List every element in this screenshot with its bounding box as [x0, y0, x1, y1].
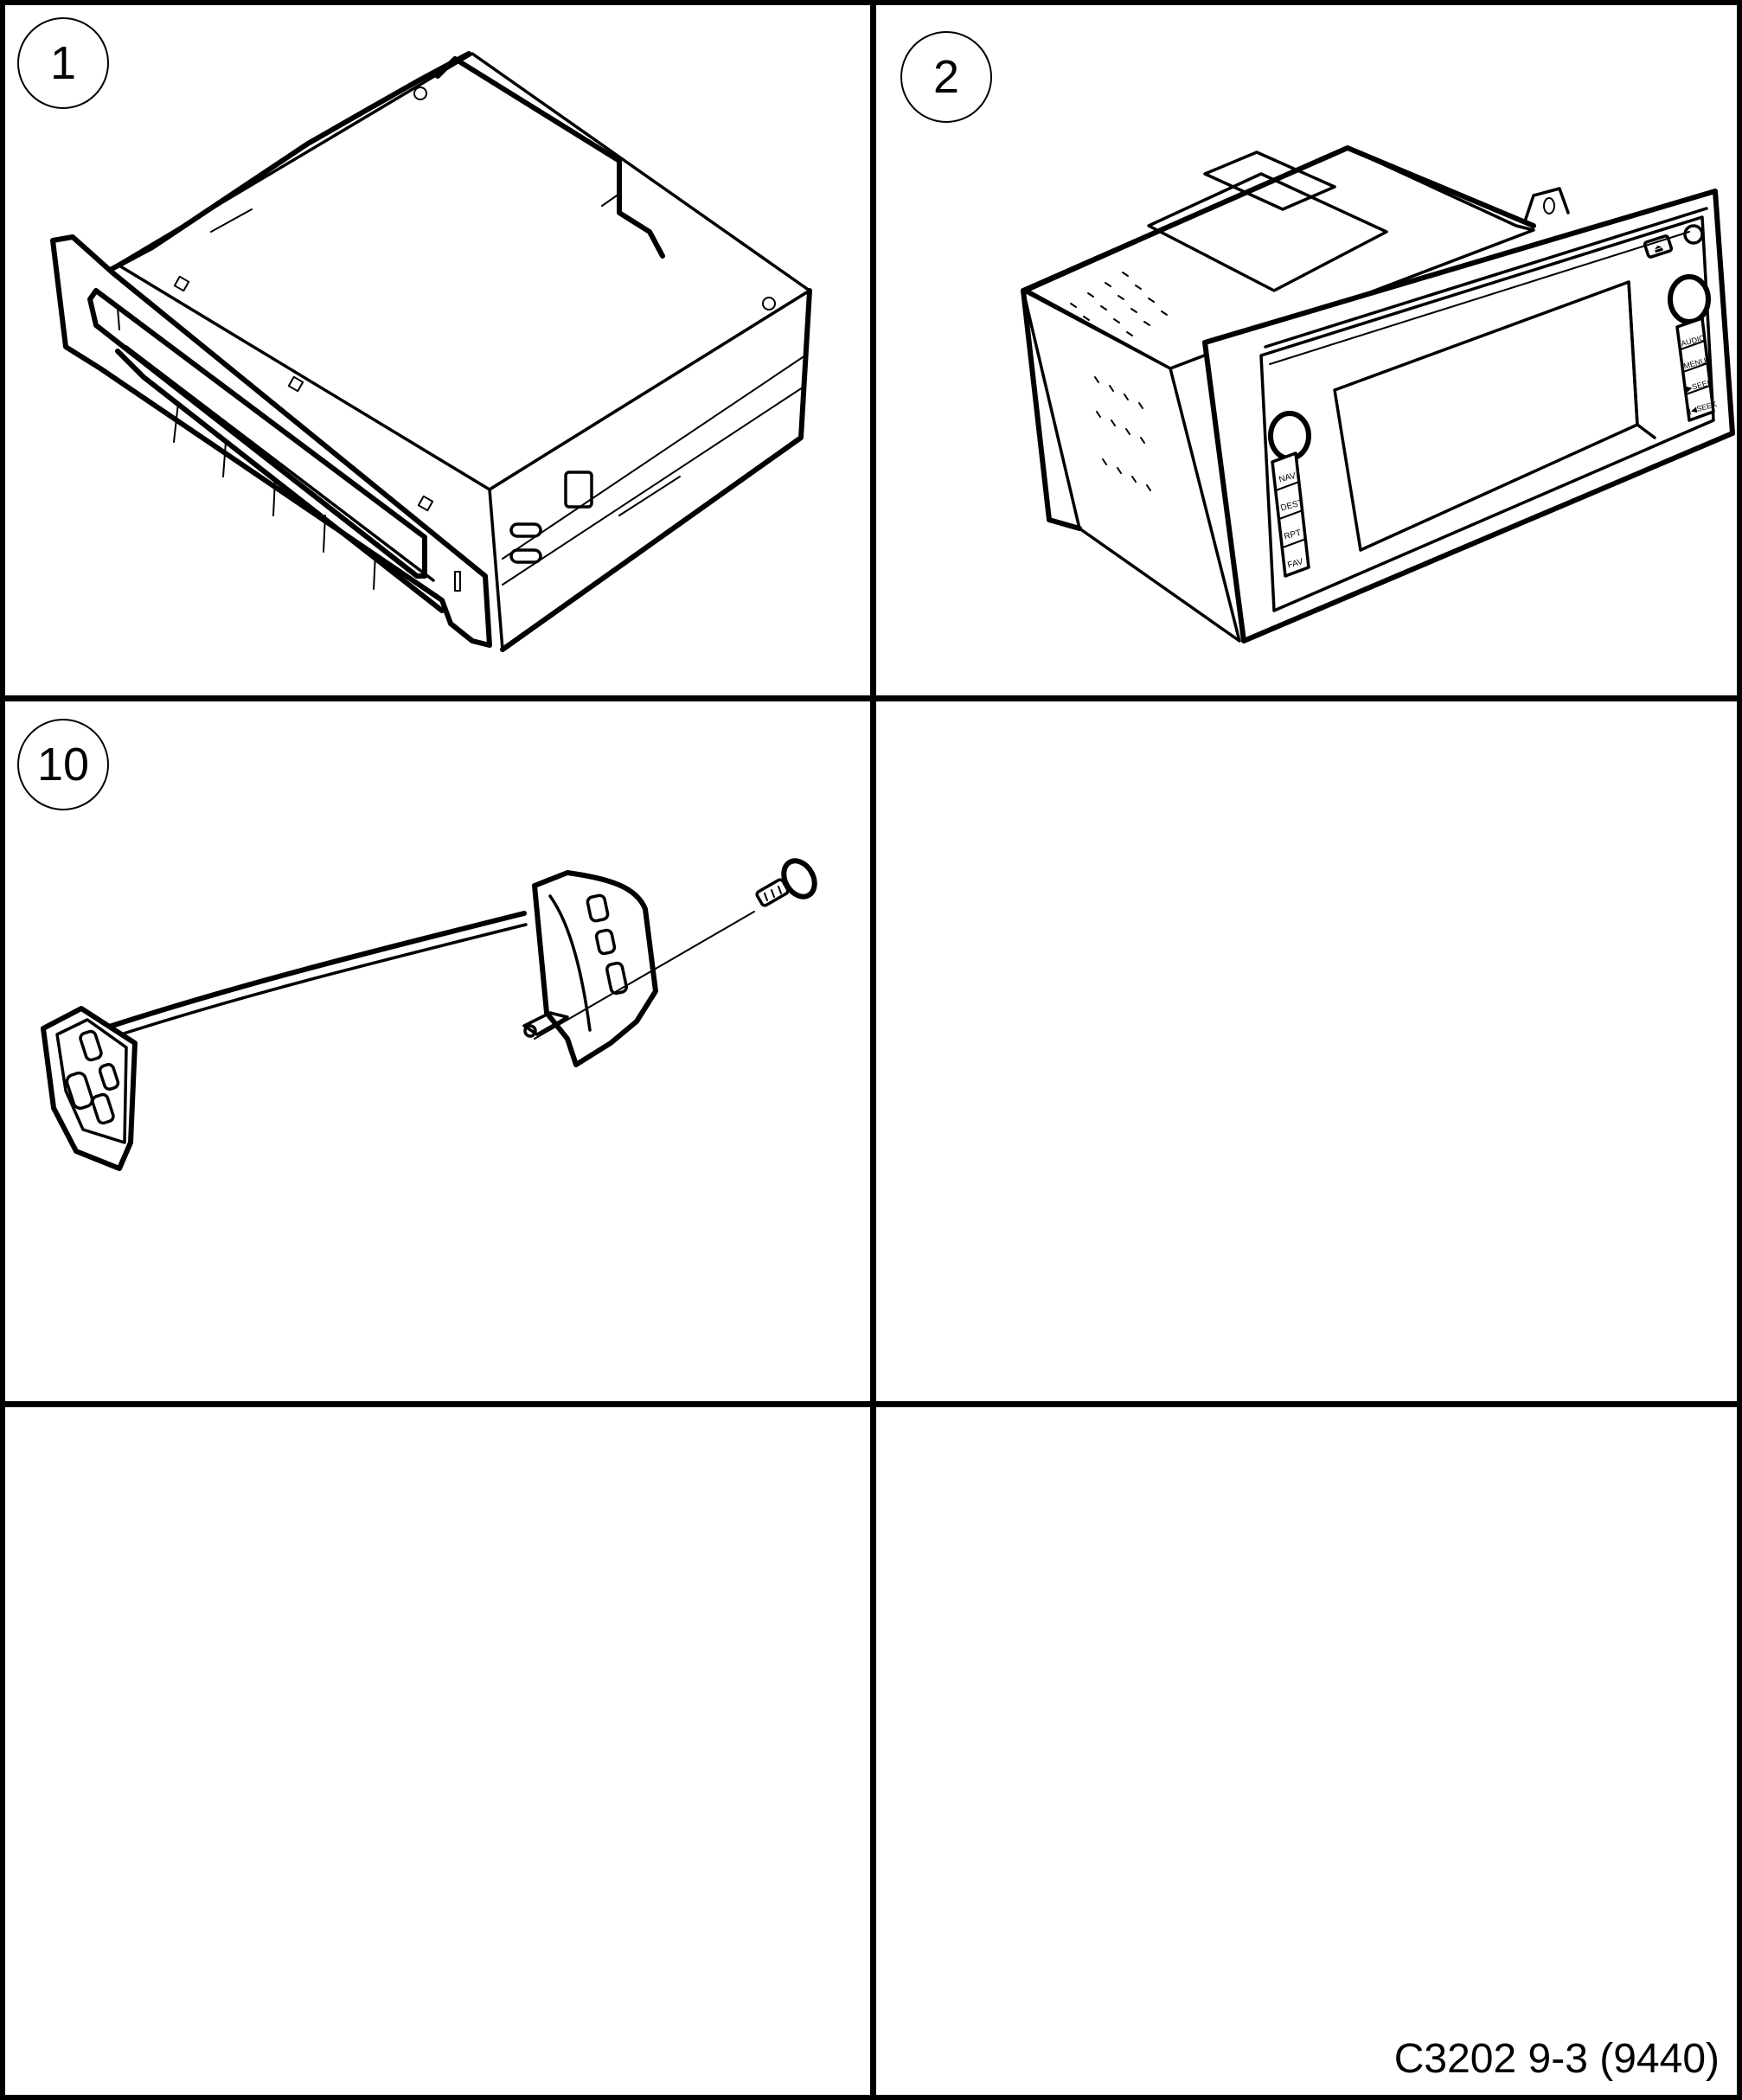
navigation-unit-drawing: ⏏ AUDIO MENU ▶SEEK |◀SEEK	[876, 5, 1737, 695]
cd-changer-drawing	[5, 5, 870, 695]
grid-divider-vertical	[870, 0, 876, 2100]
grid-divider-horizontal-1	[0, 695, 1742, 701]
cell-empty-row3-col1	[5, 1407, 870, 2095]
cell-item-10: 10	[5, 701, 870, 1401]
item-callout-10: 10	[17, 719, 109, 810]
right-button-column: AUDIO MENU ▶SEEK |◀SEEK	[1675, 317, 1718, 422]
item-callout-2: 2	[900, 31, 992, 123]
illustration-reference-code: C3202 9-3 (9440)	[1393, 2036, 1720, 2082]
cell-item-2: 2	[876, 5, 1737, 695]
grid-divider-horizontal-2	[0, 1401, 1742, 1407]
cell-empty-row2-col2	[876, 701, 1737, 1401]
button-fav-label: FAV	[1286, 557, 1304, 570]
button-rpt-label: RPT	[1283, 528, 1302, 542]
item-callout-1: 1	[17, 17, 109, 109]
callout-number: 10	[36, 739, 90, 791]
callout-number: 2	[932, 51, 960, 103]
left-button-column: NAV DEST RPT FAV	[1271, 451, 1310, 578]
callout-number: 1	[49, 37, 77, 89]
steering-wheel-switches-drawing	[5, 701, 870, 1401]
cell-empty-row3-col2: C3202 9-3 (9440)	[876, 1407, 1737, 2095]
svg-text:⏏: ⏏	[1652, 241, 1665, 256]
button-nav-label: NAV	[1278, 471, 1297, 485]
cell-item-1: 1	[5, 5, 870, 695]
